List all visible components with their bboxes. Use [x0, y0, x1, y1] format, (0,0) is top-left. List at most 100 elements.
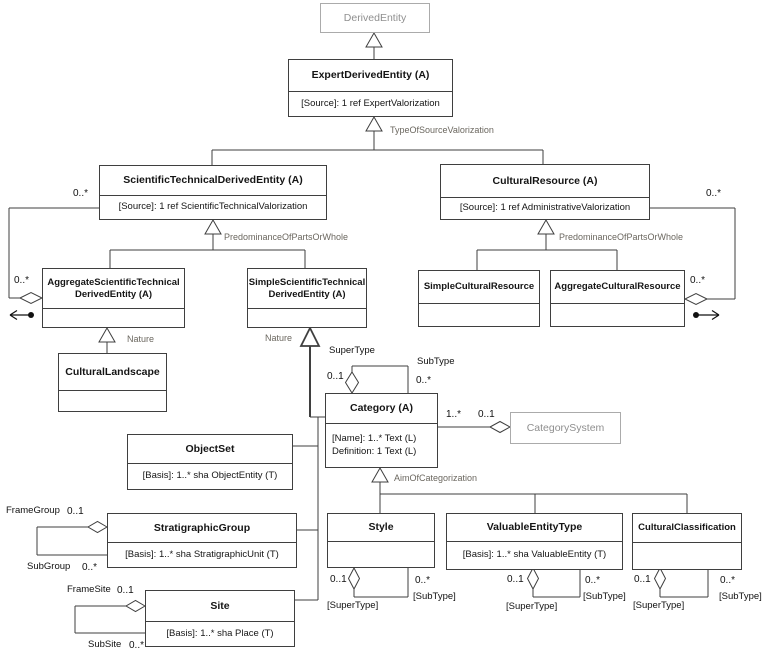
attribute: [Basis]: 1..* sha StratigraphicUnit (T) [125, 548, 279, 560]
role-label-framesite: FrameSite [67, 584, 111, 595]
multiplicity-label: 0..* [415, 575, 431, 586]
class-attributes [633, 542, 741, 569]
class-attributes [248, 308, 366, 327]
class-attributes [59, 390, 166, 411]
role-label-supertype: [SuperType] [633, 600, 685, 611]
role-label-supertype: [SuperType] [327, 600, 379, 611]
class-name: CulturalLandscape [65, 365, 160, 378]
association-label-nature-left: Nature [127, 334, 155, 344]
multiplicity-label: 0..* [706, 188, 722, 199]
class-name: SimpleCulturalResource [423, 281, 535, 293]
class-culturallandscape: CulturalLandscape [58, 353, 167, 412]
class-title: ValuableEntityType [447, 514, 622, 541]
aggregation-site-self [74, 599, 146, 634]
association-label-aimofcategorization: AimOfCategorization [394, 473, 478, 483]
aggregation-stde-aggregate [8, 207, 99, 321]
class-attributes: [Basis]: 1..* sha ValuableEntity (T) [447, 541, 622, 569]
attribute: [Source]: 1 ref ScientificTechnicalValor… [118, 201, 308, 213]
aggregation-style-self [347, 566, 409, 598]
multiplicity-label: 0..* [14, 275, 30, 286]
class-attributes [43, 308, 184, 327]
aggregation-category-self [344, 365, 409, 394]
aggregation-cr-aggregate [650, 207, 736, 321]
class-name: CulturalClassification [638, 522, 736, 534]
association-label-predominance-left: PredominanceOfPartsOrWhole [224, 232, 349, 242]
class-style: Style [327, 513, 435, 568]
class-valuableentitytype: ValuableEntityType [Basis]: 1..* sha Val… [446, 513, 623, 570]
class-stratigraphicgroup: StratigraphicGroup [Basis]: 1..* sha Str… [107, 513, 297, 568]
class-name: CulturalResource (A) [492, 174, 598, 187]
generalization-to-stde [109, 218, 306, 268]
class-name: Category (A) [349, 402, 413, 415]
class-title: DerivedEntity [321, 4, 429, 32]
multiplicity-label: 0..1 [330, 574, 347, 585]
class-title: ObjectSet [128, 435, 292, 463]
generalization-children-to-expert [211, 115, 544, 165]
class-title: CategorySystem [511, 413, 620, 443]
class-category: Category (A) [Name]: 1..* Text (L) Defin… [325, 393, 438, 468]
class-scientifictechnicalderivedentity: ScientificTechnicalDerivedEntity (A) [So… [99, 165, 327, 220]
class-name: ScientificTechnicalDerivedEntity (A) [123, 174, 303, 187]
attribute: [Source]: 1 ref AdministrativeValorizati… [459, 202, 631, 214]
association-label-nature-right: Nature [265, 333, 293, 343]
attribute: [Name]: 1..* Text (L) [332, 433, 417, 445]
class-title: StratigraphicGroup [108, 514, 296, 542]
class-attributes [328, 541, 434, 567]
role-label-subsite: SubSite [88, 639, 122, 650]
multiplicity-label: 0..1 [478, 409, 495, 420]
class-aggregatescientifictechnicalderivedentity: AggregateScientificTechnical DerivedEnti… [42, 268, 185, 328]
generalization-landscape-to-aggregate [98, 326, 116, 353]
aggregation-stratgroup-self [36, 520, 108, 556]
role-label-framegroup: FrameGroup [6, 505, 60, 516]
class-site: Site [Basis]: 1..* sha Place (T) [145, 590, 295, 647]
aggregation-cc-self [653, 566, 709, 598]
class-attributes: [Name]: 1..* Text (L) Definition: 1 Text… [326, 423, 437, 467]
class-name: ExpertDerivedEntity (A) [311, 69, 430, 82]
multiplicity-label: 0..1 [327, 371, 344, 382]
attribute: Definition: 1 Text (L) [332, 445, 417, 457]
class-title: Site [146, 591, 294, 621]
multiplicity-label: 1..* [446, 409, 462, 420]
role-label-supertype: [SuperType] [506, 601, 558, 612]
generalization-to-category [371, 466, 688, 513]
class-title: ScientificTechnicalDerivedEntity (A) [100, 166, 326, 195]
role-label-subgroup: SubGroup [27, 561, 71, 572]
aggregation-categorysystem-category [438, 420, 512, 434]
aggregation-vet-self [526, 566, 581, 598]
class-title: Category (A) [326, 394, 437, 423]
role-label-subtype: SubType [417, 356, 455, 367]
class-name: SimpleScientificTechnical [248, 277, 366, 289]
class-attributes: [Source]: 1 ref AdministrativeValorizati… [441, 197, 649, 219]
class-name-line2: DerivedEntity (A) [268, 288, 346, 300]
class-title: CulturalClassification [633, 514, 741, 542]
association-label-typeofsourcevalorization: TypeOfSourceValorization [390, 125, 494, 135]
class-name: AggregateCulturalResource [554, 281, 681, 293]
class-title: SimpleCulturalResource [419, 271, 539, 303]
class-simpleculturalresource: SimpleCulturalResource [418, 270, 540, 327]
generalization-expert-to-derived [365, 31, 383, 59]
class-objectset: ObjectSet [Basis]: 1..* sha ObjectEntity… [127, 434, 293, 490]
multiplicity-label: 0..* [585, 575, 601, 586]
class-simplescientifictechnicalderivedentity: SimpleScientificTechnical DerivedEntity … [247, 268, 367, 328]
attribute: [Basis]: 1..* sha Place (T) [166, 627, 274, 639]
multiplicity-label: 0..1 [634, 574, 651, 585]
class-name: DerivedEntity [343, 11, 407, 24]
class-name: CategorySystem [526, 421, 605, 434]
class-title: CulturalLandscape [59, 354, 166, 390]
generalization-to-cultural-resource [476, 218, 618, 270]
class-name: Style [368, 521, 394, 534]
multiplicity-label: 0..* [73, 188, 89, 199]
role-label-subtype: [SubType] [413, 591, 456, 602]
class-title: AggregateCulturalResource [551, 271, 684, 303]
class-title: SimpleScientificTechnical DerivedEntity … [248, 269, 366, 308]
multiplicity-label: 0..1 [507, 574, 524, 585]
class-derivedentity: DerivedEntity [320, 3, 430, 33]
class-aggregateculturalresource: AggregateCulturalResource [550, 270, 685, 327]
class-attributes [551, 303, 684, 326]
attribute: [Source]: 1 ref ExpertValorization [301, 97, 440, 109]
role-label-supertype: SuperType [329, 345, 375, 356]
class-title: Style [328, 514, 434, 541]
generalization-trunk-to-simple-stde [293, 325, 325, 601]
